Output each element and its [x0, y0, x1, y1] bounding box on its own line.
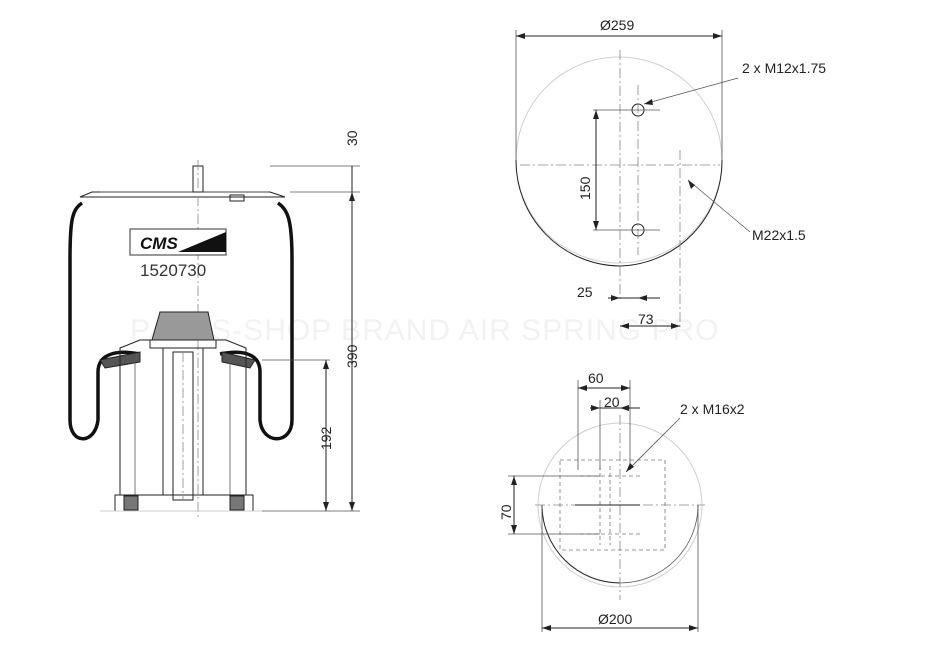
dim-top-diameter: Ø259 — [600, 17, 634, 33]
dim-60: 60 — [588, 370, 604, 386]
bellow-left — [68, 201, 141, 441]
dim-top-height: 30 — [344, 130, 360, 146]
bolt-pattern — [559, 459, 666, 551]
brand-logo: CMS — [129, 228, 227, 256]
dim-offset-25: 25 — [577, 284, 593, 300]
label-air-port: M22x1.5 — [752, 227, 806, 243]
label-studs: 2 x M12x1.75 — [742, 60, 826, 76]
logo-text: CMS — [140, 234, 178, 253]
dim-20: 20 — [604, 394, 620, 410]
air-fitting — [229, 194, 245, 202]
dim-bottom-diameter: Ø200 — [598, 611, 632, 627]
top-plate — [79, 191, 286, 198]
top-plate-view: Ø259 150 25 73 2 x M12x1.75 M22x1.5 — [515, 17, 826, 330]
side-view: CMS 1520730 30 390 192 — [68, 130, 360, 520]
label-bolts: 2 x M16x2 — [680, 401, 745, 417]
bottom-plate-view: 60 20 70 Ø200 2 x M16x2 — [498, 370, 745, 632]
part-number: 1520730 — [140, 261, 206, 280]
dim-offset-73: 73 — [638, 311, 654, 327]
dim-total-height: 390 — [344, 344, 360, 368]
dim-piston-height: 192 — [318, 426, 334, 450]
dim-stud-spacing: 150 — [577, 176, 593, 200]
bump-stop — [151, 311, 215, 341]
dim-70: 70 — [498, 504, 514, 520]
bellow-right — [219, 201, 294, 441]
watermark: PARTS-SHOP BRAND AIR SPRING PRO — [130, 314, 719, 347]
